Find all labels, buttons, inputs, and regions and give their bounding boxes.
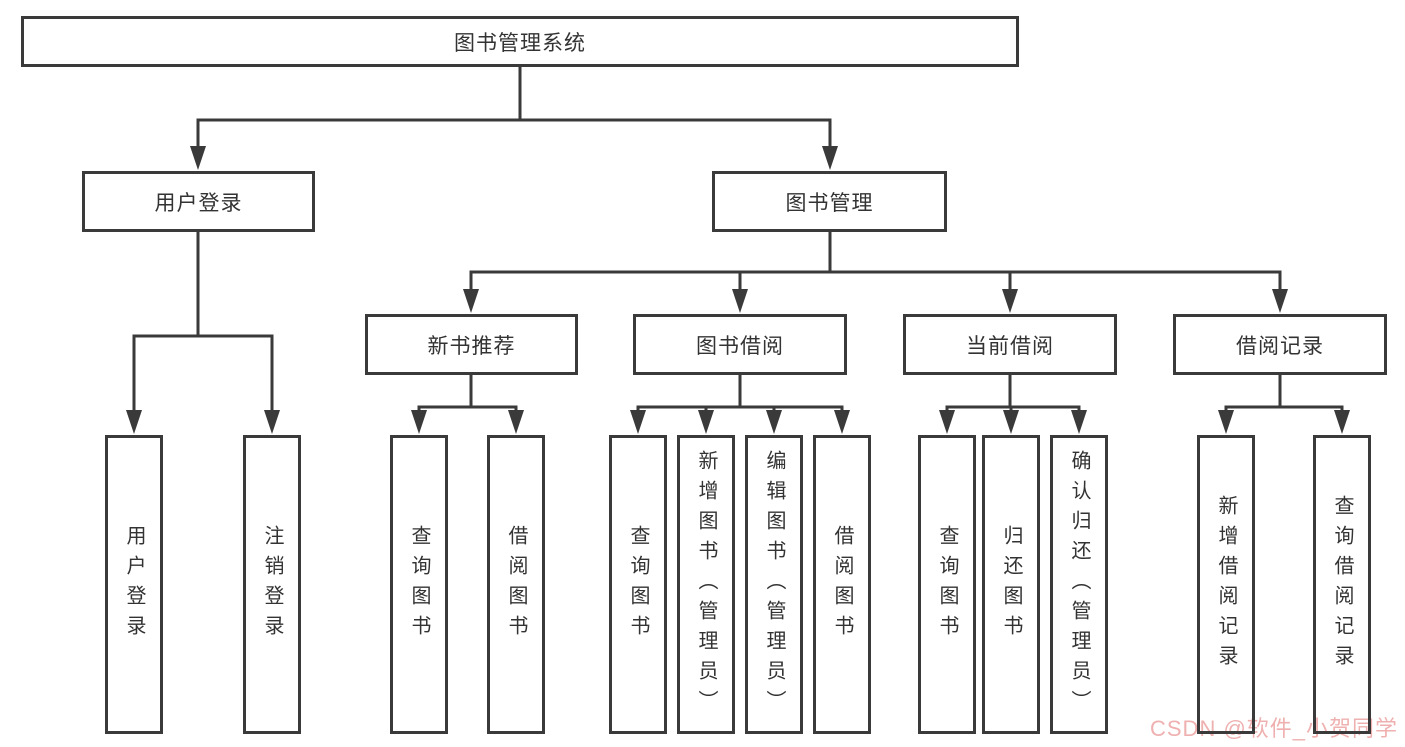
- arrowhead-mgmt: [822, 146, 838, 170]
- leaf-borrow-books: 借阅图书: [813, 435, 871, 734]
- node-label: 查询图书: [627, 524, 649, 645]
- arrowhead-current-leaf3: [1071, 410, 1087, 434]
- node-label: 查询图书: [936, 524, 958, 645]
- arrowhead-borrow-leaf1: [630, 410, 646, 434]
- node-label: 注销登录: [261, 524, 283, 645]
- leaf-logout: 注销登录: [243, 435, 301, 734]
- node-book-management: 图书管理: [712, 171, 947, 232]
- arrowhead-borrow: [732, 289, 748, 313]
- node-label: 借阅图书: [831, 524, 853, 645]
- node-label: 借阅图书: [505, 524, 527, 645]
- node-label: 图书借阅: [696, 334, 784, 358]
- node-label: 用户登录: [123, 524, 145, 645]
- leaf-add-books-admin: 新增图书（管理员）: [677, 435, 735, 734]
- node-label: 归还图书: [1000, 524, 1022, 645]
- csdn-watermark: CSDN @软件_小贺同学: [1150, 716, 1399, 741]
- leaf-query-books-recommend: 查询图书: [390, 435, 448, 734]
- node-user-login: 用户登录: [82, 171, 315, 232]
- leaf-user-login: 用户登录: [105, 435, 163, 734]
- node-label: 新增借阅记录: [1215, 494, 1237, 675]
- node-label: 图书管理系统: [454, 31, 586, 55]
- arrowhead-borrow-leaf3: [766, 410, 782, 434]
- node-label: 图书管理: [785, 191, 874, 215]
- arrowhead-new-leaf2: [508, 410, 524, 434]
- node-label: 新增图书（管理员）: [695, 449, 717, 720]
- node-library-management-system: 图书管理系统: [21, 16, 1019, 67]
- arrowhead-records: [1272, 289, 1288, 313]
- node-label: 查询图书: [408, 524, 430, 645]
- leaf-add-borrow-record: 新增借阅记录: [1197, 435, 1255, 734]
- leaf-query-books-current: 查询图书: [918, 435, 976, 734]
- node-book-borrowing: 图书借阅: [633, 314, 847, 375]
- node-label: 借阅记录: [1236, 334, 1324, 358]
- arrowhead-records-leaf1: [1218, 410, 1234, 434]
- arrowhead-records-leaf2: [1334, 410, 1350, 434]
- arrowhead-current-leaf2: [1003, 410, 1019, 434]
- arrowhead-borrow-leaf2: [698, 410, 714, 434]
- leaf-query-borrow-record: 查询借阅记录: [1313, 435, 1371, 734]
- node-label: 编辑图书（管理员）: [763, 449, 785, 720]
- leaf-edit-books-admin: 编辑图书（管理员）: [745, 435, 803, 734]
- arrowhead-new-leaf1: [411, 410, 427, 434]
- node-borrowing-records: 借阅记录: [1173, 314, 1387, 375]
- node-current-borrowing: 当前借阅: [903, 314, 1117, 375]
- arrowhead-current-leaf1: [939, 410, 955, 434]
- node-new-book-recommend: 新书推荐: [365, 314, 578, 375]
- arrowhead-login: [190, 146, 206, 170]
- leaf-confirm-return-admin: 确认归还（管理员）: [1050, 435, 1108, 734]
- arrowhead-borrow-leaf4: [834, 410, 850, 434]
- leaf-borrow-books-recommend: 借阅图书: [487, 435, 545, 734]
- leaf-query-books-borrow: 查询图书: [609, 435, 667, 734]
- leaf-return-books: 归还图书: [982, 435, 1040, 734]
- node-label: 新书推荐: [427, 334, 516, 358]
- arrowhead-login-leaf1: [126, 410, 142, 434]
- node-label: 确认归还（管理员）: [1068, 449, 1090, 720]
- node-label: 查询借阅记录: [1331, 494, 1353, 675]
- node-label: 当前借阅: [966, 334, 1054, 358]
- arrowhead-current: [1002, 289, 1018, 313]
- arrowhead-login-leaf2: [264, 410, 280, 434]
- node-label: 用户登录: [154, 191, 243, 215]
- arrowhead-new: [463, 289, 479, 313]
